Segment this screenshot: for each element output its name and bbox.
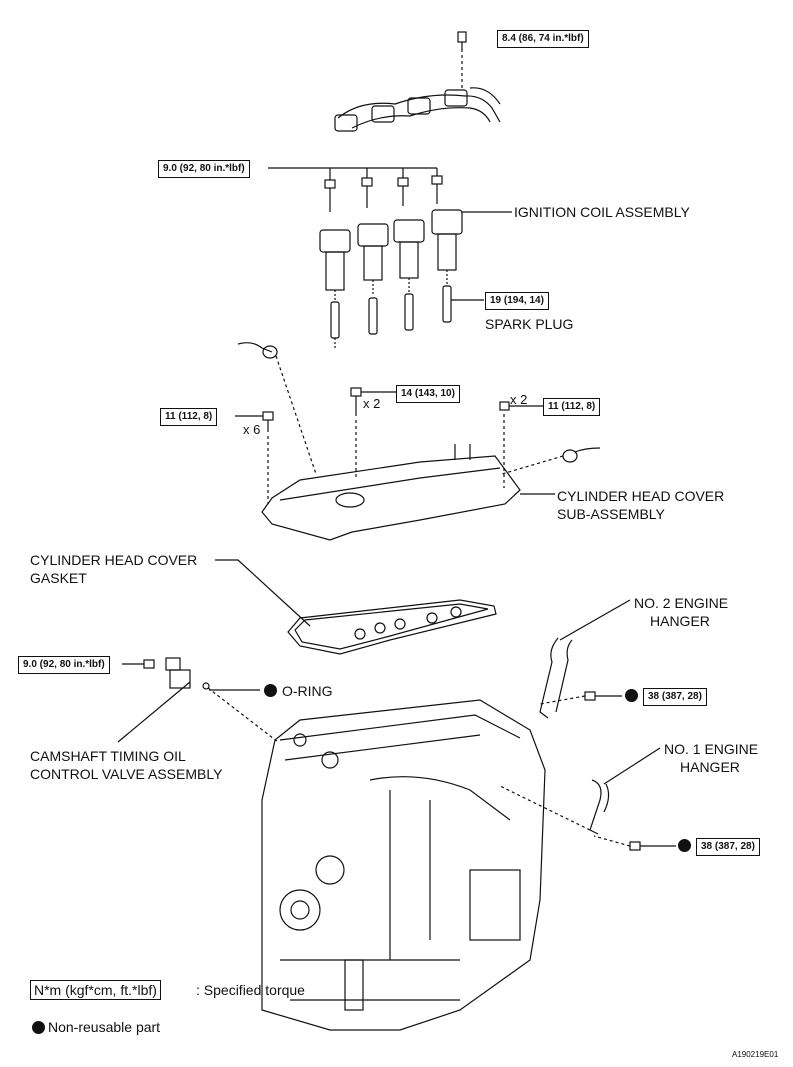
legend-torque-box: N*m (kgf*cm, ft.*lbf) xyxy=(30,980,161,1000)
torque-hanger2-bolt: 38 (387, 28) xyxy=(643,688,707,706)
label-hanger2-2: HANGER xyxy=(650,613,710,629)
label-head-cover-2: SUB-ASSEMBLY xyxy=(557,506,665,522)
label-gasket-2: GASKET xyxy=(30,570,87,586)
torque-ocv-bolt: 9.0 (92, 80 in.*lbf) xyxy=(18,656,110,674)
label-hanger1-2: HANGER xyxy=(680,759,740,775)
cylinder-head-cover xyxy=(261,444,521,541)
wire-harness xyxy=(334,31,501,132)
nonreusable-dot-hanger1 xyxy=(678,839,691,852)
label-head-cover-1: CYLINDER HEAD COVER xyxy=(557,488,725,504)
engine-drawing xyxy=(261,699,546,1031)
qty-left: x 6 xyxy=(243,422,261,437)
coil-bolts xyxy=(324,175,443,212)
torque-wire-bolt: 8.4 (86, 74 in.*lbf) xyxy=(497,30,589,48)
gasket-outline xyxy=(287,599,497,655)
legend-torque-text: : Specified torque xyxy=(196,982,305,998)
label-oring: O-RING xyxy=(282,683,333,699)
torque-hanger1-bolt: 38 (387, 28) xyxy=(696,838,760,856)
label-gasket-1: CYLINDER HEAD COVER xyxy=(30,552,198,568)
torque-right-nut: 11 (112, 8) xyxy=(543,398,601,416)
label-camshaft-2: CONTROL VALVE ASSEMBLY xyxy=(30,766,223,782)
figure-id: A190219E01 xyxy=(732,1050,779,1059)
qty-right: x 2 xyxy=(510,392,528,407)
label-ignition-coil: IGNITION COIL ASSEMBLY xyxy=(514,204,690,220)
label-camshaft-1: CAMSHAFT TIMING OIL xyxy=(30,748,186,764)
qty-center: x 2 xyxy=(363,396,381,411)
ignition-coils xyxy=(319,209,463,300)
torque-spark-plug: 19 (194, 14) xyxy=(485,292,549,310)
legend-nonreusable: Non-reusable part xyxy=(48,1019,161,1035)
legend-dot xyxy=(32,1021,45,1034)
label-spark-plug: SPARK PLUG xyxy=(485,316,574,332)
label-hanger2-1: NO. 2 ENGINE xyxy=(634,595,729,611)
label-hanger1-1: NO. 1 ENGINE xyxy=(664,741,759,757)
spark-plugs xyxy=(330,285,452,350)
ocv-drawing xyxy=(143,657,210,690)
torque-left-bolt: 11 (112, 8) xyxy=(160,408,218,426)
nonreusable-dot-oring xyxy=(264,684,277,697)
nonreusable-dot-hanger2 xyxy=(625,689,638,702)
torque-coil-bolt: 9.0 (92, 80 in.*lbf) xyxy=(158,160,250,178)
torque-center-bolt: 14 (143, 10) xyxy=(396,385,460,403)
